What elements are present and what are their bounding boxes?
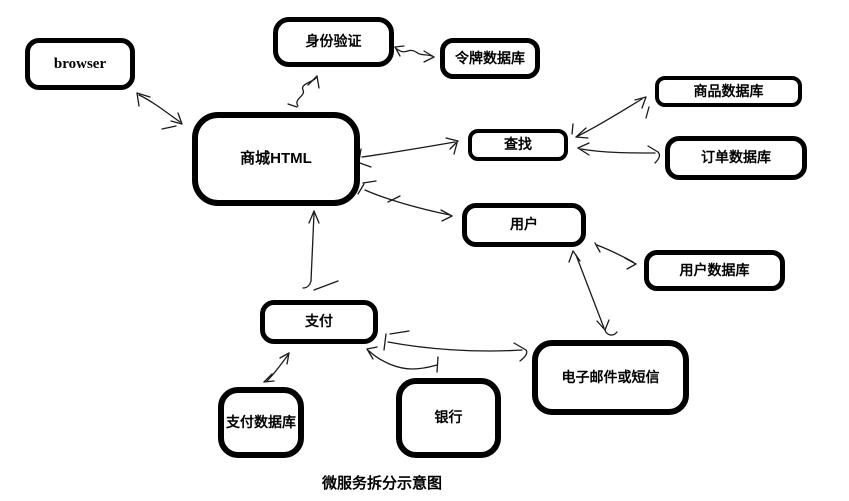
arrow-search-order-db xyxy=(577,142,661,164)
arrow-mall-user xyxy=(357,180,453,222)
node-order-db-label: 订单数据库 xyxy=(701,149,771,166)
node-search-label: 查找 xyxy=(504,136,532,153)
node-bank: 银行 xyxy=(396,378,501,458)
node-bank-label: 银行 xyxy=(434,409,463,426)
node-browser-label: browser xyxy=(53,55,107,72)
arrow-payment-email xyxy=(383,330,528,362)
node-email-sms: 电子邮件或短信 xyxy=(532,340,689,415)
arrow-payment-db-payment xyxy=(263,352,290,383)
arrow-mall-auth xyxy=(287,75,320,108)
node-user-db: 用户数据库 xyxy=(644,250,785,291)
node-payment-db-label: 支付数据库 xyxy=(226,413,296,430)
node-user-label: 用户 xyxy=(510,216,538,233)
node-payment-label: 支付 xyxy=(305,313,333,330)
node-auth: 身份验证 xyxy=(273,17,394,67)
node-order-db: 订单数据库 xyxy=(665,136,807,180)
node-email-sms-label: 电子邮件或短信 xyxy=(561,368,660,385)
node-mall-html-label: 商城HTML xyxy=(240,149,312,167)
arrow-bank-payment xyxy=(366,346,439,373)
node-payment: 支付 xyxy=(260,300,378,344)
arrow-search-product-db xyxy=(571,96,650,139)
arrow-mall-payment xyxy=(302,210,339,291)
node-product-db: 商品数据库 xyxy=(655,76,802,107)
node-token-db: 令牌数据库 xyxy=(440,38,540,79)
node-search: 查找 xyxy=(468,129,568,161)
node-product-db-label: 商品数据库 xyxy=(693,82,764,99)
arrow-user-user-db xyxy=(594,242,637,270)
node-auth-label: 身份验证 xyxy=(305,33,362,50)
diagram-caption: 微服务拆分示意图 xyxy=(322,475,443,492)
arrow-mall-search xyxy=(356,137,459,168)
node-payment-db: 支付数据库 xyxy=(218,387,304,458)
arrow-user-email xyxy=(568,250,618,336)
arrow-browser-mall xyxy=(136,92,183,130)
node-browser: browser xyxy=(25,38,135,90)
node-user: 用户 xyxy=(462,203,586,247)
arrow-auth-token-db xyxy=(394,45,435,63)
node-user-db-label: 用户数据库 xyxy=(679,261,750,278)
node-mall-html: 商城HTML xyxy=(192,112,360,206)
node-token-db-label: 令牌数据库 xyxy=(455,49,525,66)
